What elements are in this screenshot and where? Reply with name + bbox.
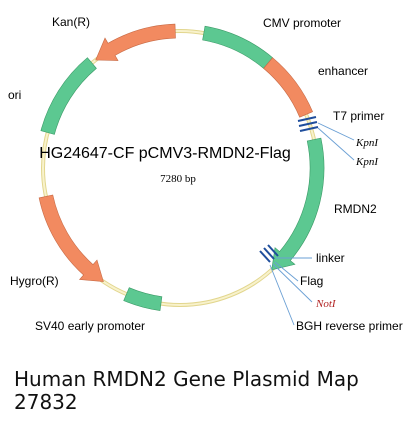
label-noti: NotI bbox=[315, 298, 337, 310]
kan-arrow bbox=[95, 23, 176, 61]
label-hygro: Hygro(R) bbox=[10, 274, 59, 288]
ori-arc bbox=[40, 57, 97, 135]
caption-title: Human RMDN2 Gene Plasmid Map bbox=[14, 367, 359, 391]
sv40-early-promoter-arc bbox=[123, 287, 163, 311]
label-bgh-reverse-primer: BGH reverse primer bbox=[296, 319, 403, 333]
plasmid-name: HG24647-CF pCMV3-RMDN2-Flag bbox=[39, 145, 291, 162]
kpni-site-mark-2 bbox=[299, 126, 319, 132]
site-marks-flag bbox=[259, 244, 279, 263]
label-kan: Kan(R) bbox=[52, 15, 90, 29]
label-sv40: SV40 early promoter bbox=[35, 319, 145, 333]
label-cmv-promoter: CMV promoter bbox=[263, 16, 341, 30]
label-t7-primer: T7 primer bbox=[333, 109, 384, 123]
enhancer-arc bbox=[263, 57, 313, 118]
leader-bgh bbox=[269, 264, 295, 326]
leader-flag bbox=[274, 261, 299, 282]
flag-site-mark bbox=[263, 247, 275, 260]
label-rmdn2: RMDN2 bbox=[334, 202, 377, 216]
leader-lines bbox=[269, 122, 355, 326]
caption-id: 27832 bbox=[14, 390, 78, 414]
figure-caption: Human RMDN2 Gene Plasmid Map 27832 bbox=[14, 368, 359, 414]
label-kpni-1: KpnI bbox=[355, 137, 379, 149]
cmv-promoter-arc bbox=[202, 25, 274, 69]
t7-site-mark bbox=[297, 116, 317, 122]
label-kpni-2: KpnI bbox=[355, 156, 379, 168]
noti-site-mark bbox=[267, 244, 279, 257]
kpni-site-mark-1 bbox=[298, 121, 318, 127]
plasmid-size: 7280 bp bbox=[160, 173, 196, 185]
site-marks-kpni bbox=[297, 116, 319, 132]
label-ori: ori bbox=[8, 88, 21, 102]
leader-kpni-2 bbox=[317, 127, 355, 161]
hygro-arrow bbox=[38, 194, 104, 282]
label-flag: Flag bbox=[300, 274, 323, 288]
label-linker: linker bbox=[316, 251, 345, 265]
label-enhancer: enhancer bbox=[318, 64, 368, 78]
leader-kpni-1 bbox=[317, 122, 355, 141]
leader-noti bbox=[272, 263, 313, 303]
linker-site-mark bbox=[259, 250, 271, 263]
